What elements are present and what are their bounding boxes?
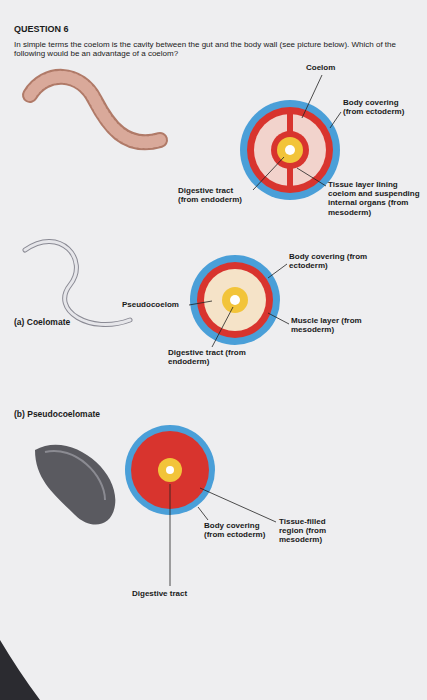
- part-label: Muscle layer (from mesoderm): [291, 316, 367, 334]
- part-label: Coelom: [306, 63, 356, 72]
- part-label: Tissue-filled region (from mesoderm): [279, 517, 341, 545]
- section-label: (a) Coelomate: [14, 318, 70, 328]
- nematode: [25, 241, 130, 324]
- part-label: Pseudocoelom: [122, 300, 188, 309]
- part-label: Digestive tract (from endoderm): [168, 348, 250, 366]
- part-label: Body covering (from ectoderm): [289, 252, 371, 270]
- part-label: Body covering (from ectoderm): [343, 98, 419, 116]
- earthworm: [30, 77, 160, 142]
- photo-shadow: [0, 640, 40, 700]
- part-label: Digestive tract: [132, 589, 187, 598]
- pseudocoelomate-section: [190, 255, 280, 345]
- question-text: In simple terms the coelom is the cavity…: [14, 40, 414, 58]
- part-label: Body covering (from ectoderm): [204, 521, 278, 539]
- part-label: Digestive tract (from endoderm): [178, 186, 252, 204]
- flatworm: [35, 445, 115, 525]
- part-label: Tissue layer lining coelom and suspendin…: [328, 180, 420, 217]
- coelomate-section: [240, 100, 340, 200]
- section-label: (b) Pseudocoelomate: [14, 410, 100, 420]
- question-heading: QUESTION 6: [14, 24, 69, 34]
